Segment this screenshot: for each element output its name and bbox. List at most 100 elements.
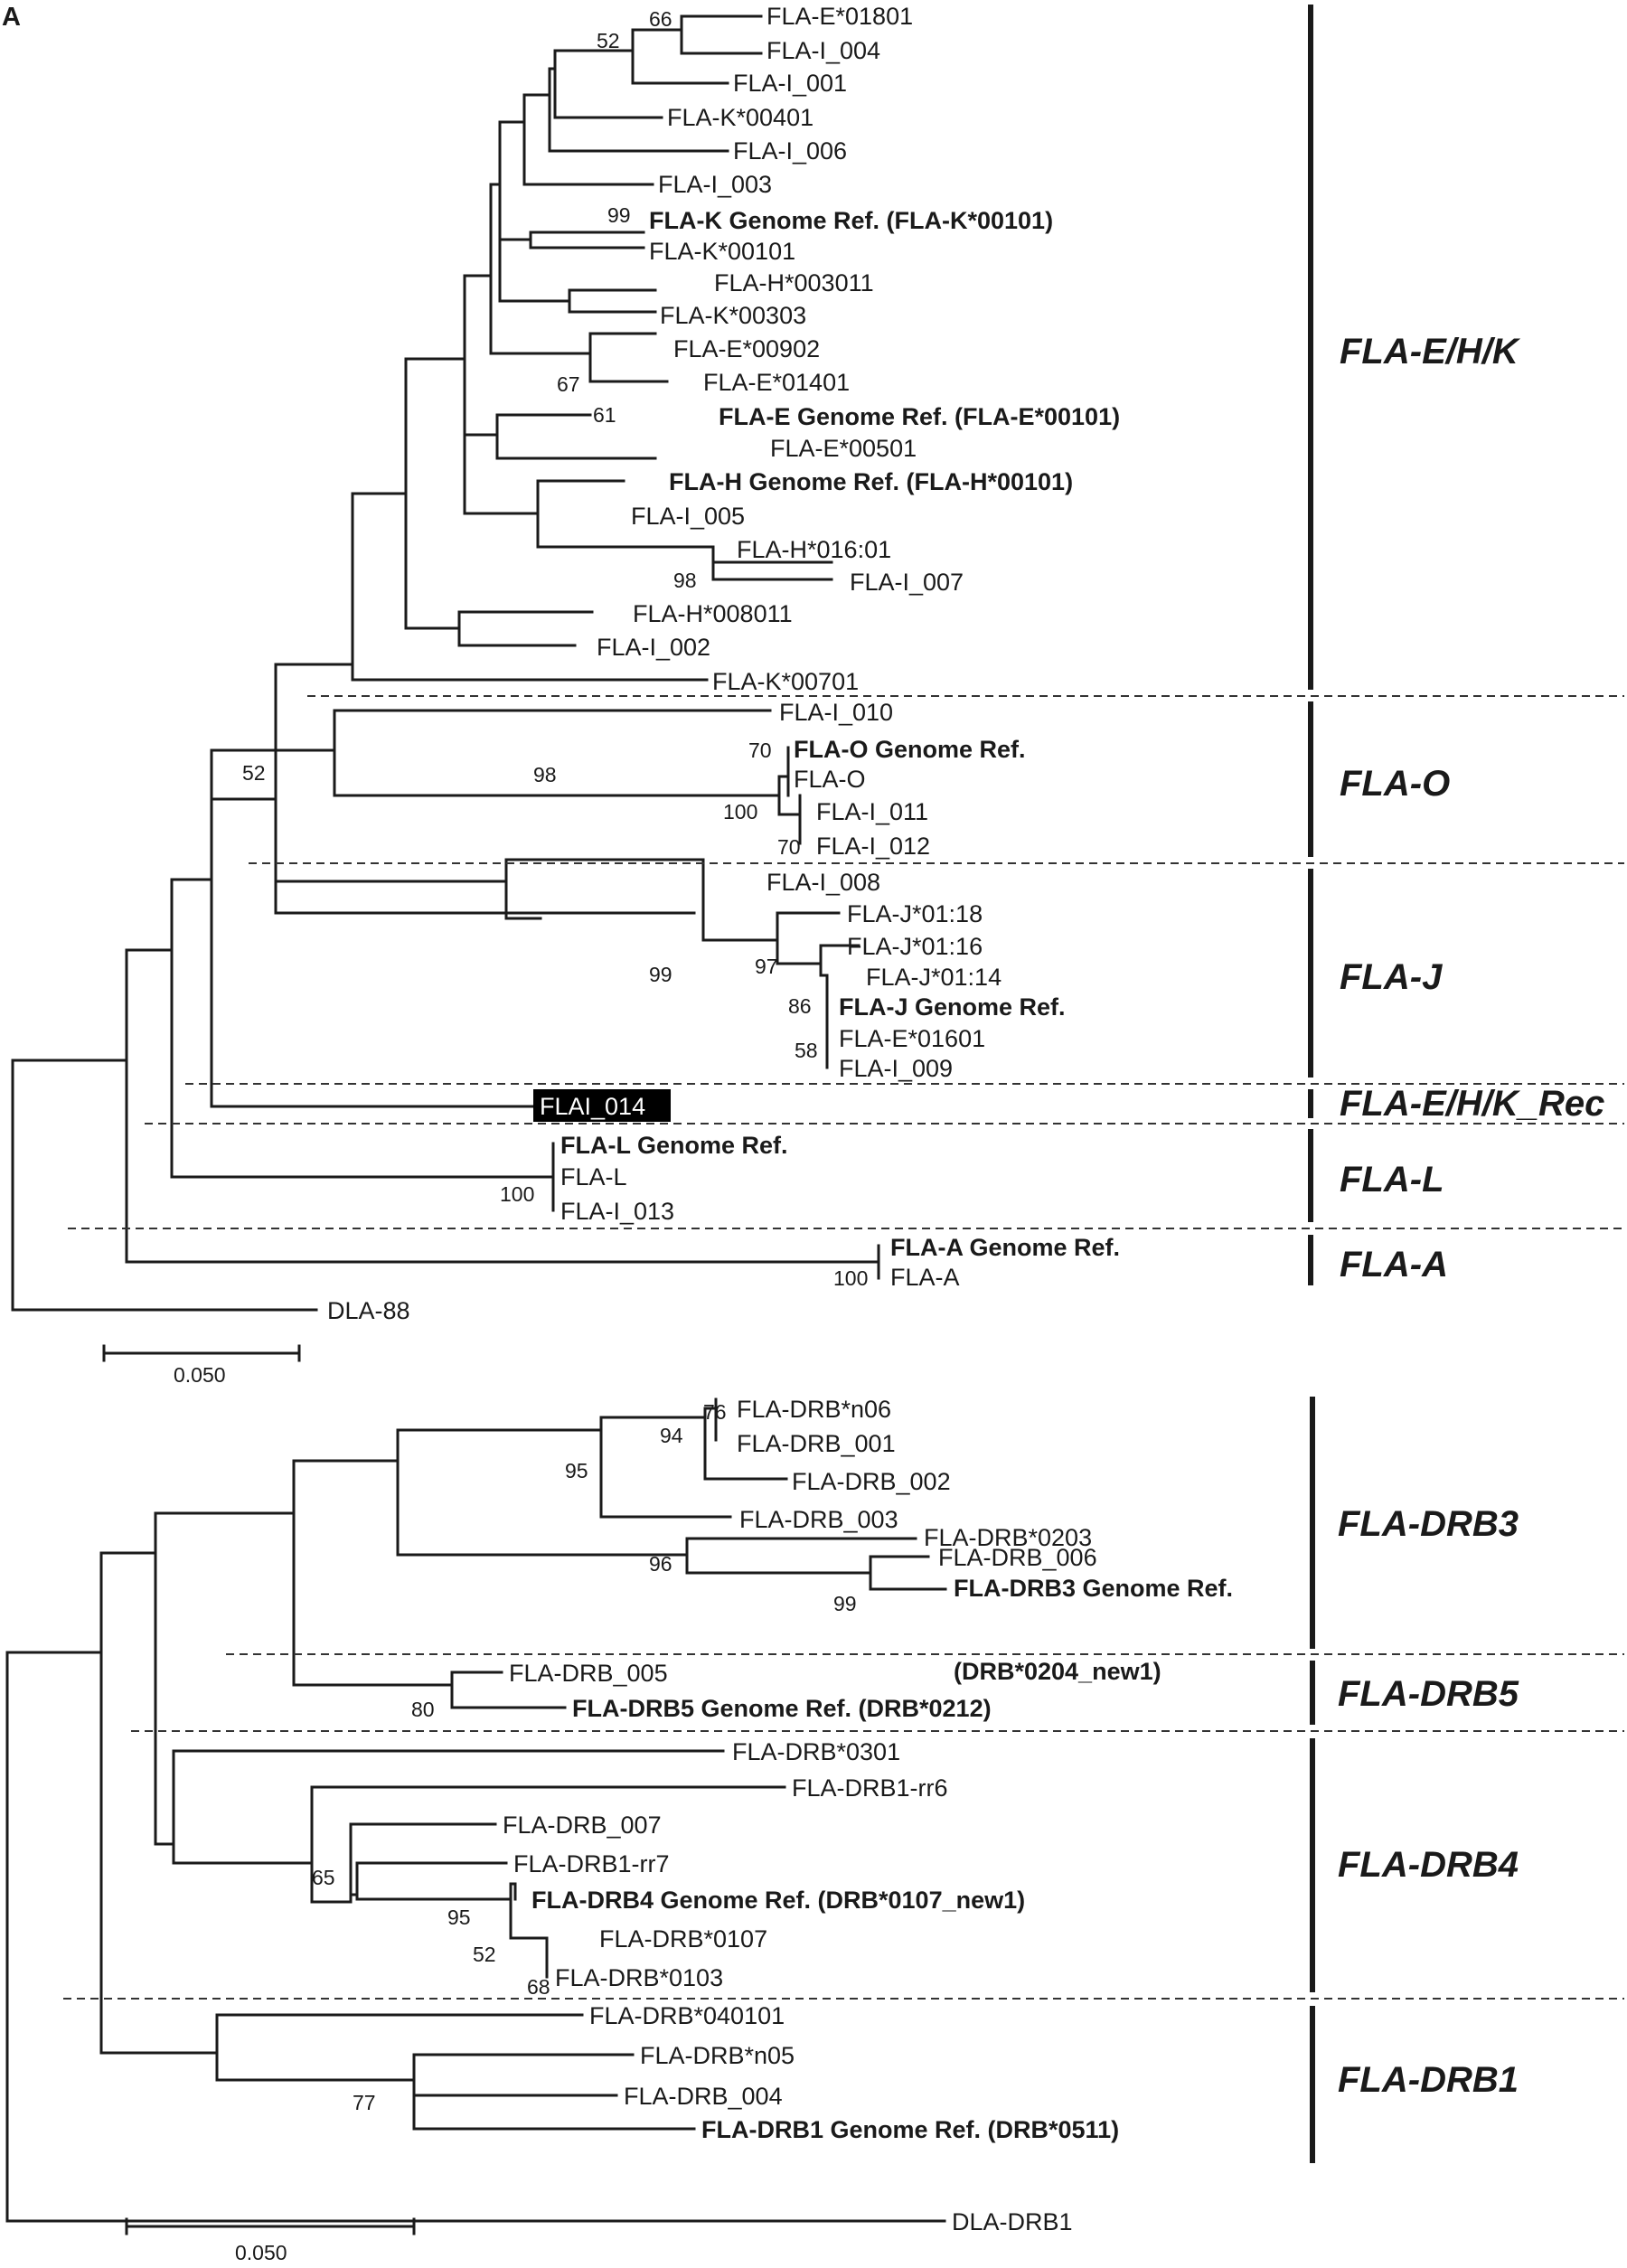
clade-label-l: FLA-L: [1340, 1160, 1444, 1200]
branch: [705, 1408, 716, 1417]
panel-a-bootstrap: 66 52 99 67 61 98 52 98 70 100 70 99 97 …: [242, 7, 868, 1290]
branch: [404, 492, 461, 630]
branch: [511, 1899, 515, 1938]
branch: [568, 299, 657, 314]
tip-label: FLA-DRB_005: [509, 1660, 668, 1687]
bootstrap-value: 65: [312, 1866, 335, 1889]
tip-label: FLA-H Genome Ref. (FLA-H*00101): [669, 468, 1073, 495]
branch: [705, 1417, 786, 1479]
tip-label: FLA-I_006: [733, 137, 847, 165]
branch: [274, 797, 696, 915]
tip-label-highlighted: FLAI_014: [540, 1093, 645, 1120]
branch: [680, 28, 763, 55]
bootstrap-value: 100: [500, 1182, 534, 1206]
branch: [529, 231, 645, 241]
branch: [210, 748, 336, 881]
branch: [210, 797, 277, 881]
branch: [548, 67, 557, 97]
clade-label-ehk: FLA-E/H/K: [1340, 332, 1521, 372]
branch: [11, 1163, 318, 1312]
clade-label-ehkrec: FLA-E/H/K_Rec: [1340, 1084, 1604, 1124]
branch: [398, 1430, 601, 1461]
tip-label: FLA-I_011: [816, 798, 928, 825]
branch: [870, 1573, 945, 1589]
bootstrap-value: 95: [447, 1906, 471, 1929]
branch: [529, 238, 645, 249]
clade-label-drb1: FLA-DRB1: [1338, 2060, 1519, 2100]
bootstrap-value: 98: [673, 569, 697, 592]
branch: [312, 1787, 785, 1863]
tip-label: FLA-DRB_004: [624, 2083, 783, 2110]
branch: [294, 1513, 452, 1685]
bootstrap-value: 70: [777, 835, 801, 859]
tip-label: FLA-I_004: [766, 37, 880, 64]
branch: [174, 1751, 723, 1844]
panel-b-bootstrap: 76 94 95 96 99 80 65 95 52 68 77: [312, 1400, 857, 2114]
tip-label: FLA-DRB5 Genome Ref. (DRB*0212): [572, 1695, 992, 1722]
branch: [333, 748, 781, 797]
branch: [452, 1672, 502, 1685]
tip-label: FLA-O: [794, 766, 866, 793]
branch: [504, 880, 542, 920]
branch: [711, 545, 833, 581]
branch: [511, 1884, 515, 1899]
bootstrap-value: 95: [565, 1459, 588, 1482]
tip-label: FLA-K*00101: [649, 238, 795, 265]
branch: [7, 1652, 101, 1876]
tip-label: FLA-I_007: [850, 569, 964, 596]
tip-label: FLA-DRB*n06: [737, 1396, 891, 1423]
panel-a-branches: [11, 14, 880, 1312]
bootstrap-value: 66: [649, 7, 672, 31]
panel-b-separators: [63, 1654, 1624, 1999]
tip-label: FLA-E*01401: [703, 369, 850, 396]
branch: [495, 433, 657, 460]
branch: [498, 183, 532, 241]
clade-label-j: FLA-J: [1340, 957, 1443, 997]
branch: [522, 93, 551, 124]
branch: [819, 962, 829, 977]
branch: [588, 332, 657, 355]
tip-label: FLA-DRB*n05: [640, 2042, 795, 2069]
tip-label: FLA-H*008011: [633, 600, 793, 627]
branch: [548, 93, 729, 153]
tip-label: FLA-E Genome Ref. (FLA-E*00101): [719, 403, 1120, 430]
branch: [463, 274, 493, 361]
tip-label: FLA-H*016:01: [737, 536, 891, 563]
tip-label: FLA-DRB1 Genome Ref. (DRB*0511): [701, 2116, 1119, 2143]
tip-label: FLA-DRB_002: [792, 1468, 951, 1495]
branch: [404, 357, 466, 495]
bootstrap-value: 58: [795, 1039, 818, 1062]
tip-label: FLA-K*00303: [660, 302, 806, 329]
tip-label: FLA-I_005: [631, 503, 745, 530]
branch: [294, 1461, 398, 1513]
tip-label: FLA-I_009: [839, 1055, 953, 1082]
branch: [498, 183, 571, 303]
tip-label: FLA-DRB1-rr6: [792, 1774, 948, 1802]
panel-a-scale-bar: 0.050: [102, 1344, 301, 1387]
branch: [170, 878, 213, 952]
branch: [819, 944, 861, 965]
branch: [687, 1539, 916, 1555]
tip-label: FLA-DRB*040101: [589, 2002, 785, 2029]
branch: [568, 288, 657, 303]
scale-bar-label: 0.050: [235, 2241, 287, 2264]
tip-label: FLA-I_001: [733, 70, 847, 97]
branch: [357, 1895, 511, 1899]
tip-label: FLA-DRB1-rr7: [513, 1850, 670, 1877]
branch: [601, 1417, 705, 1430]
scale-bar-label: 0.050: [174, 1363, 226, 1387]
branch: [217, 2015, 582, 2053]
bootstrap-value: 52: [242, 761, 266, 785]
tip-label: FLA-I_008: [766, 869, 880, 896]
bootstrap-value: 52: [597, 29, 620, 52]
branch: [553, 49, 635, 71]
branch: [398, 1461, 687, 1555]
branch: [351, 1824, 495, 1902]
branch: [414, 2055, 633, 2080]
bootstrap-value: 100: [833, 1266, 868, 1290]
bootstrap-value: 97: [755, 955, 778, 978]
branch: [457, 626, 577, 647]
clade-label-a: FLA-A: [1340, 1245, 1448, 1285]
panel-a-tips: FLA-E*01801 FLA-I_004 FLA-I_001 FLA-K*00…: [327, 3, 1120, 1324]
